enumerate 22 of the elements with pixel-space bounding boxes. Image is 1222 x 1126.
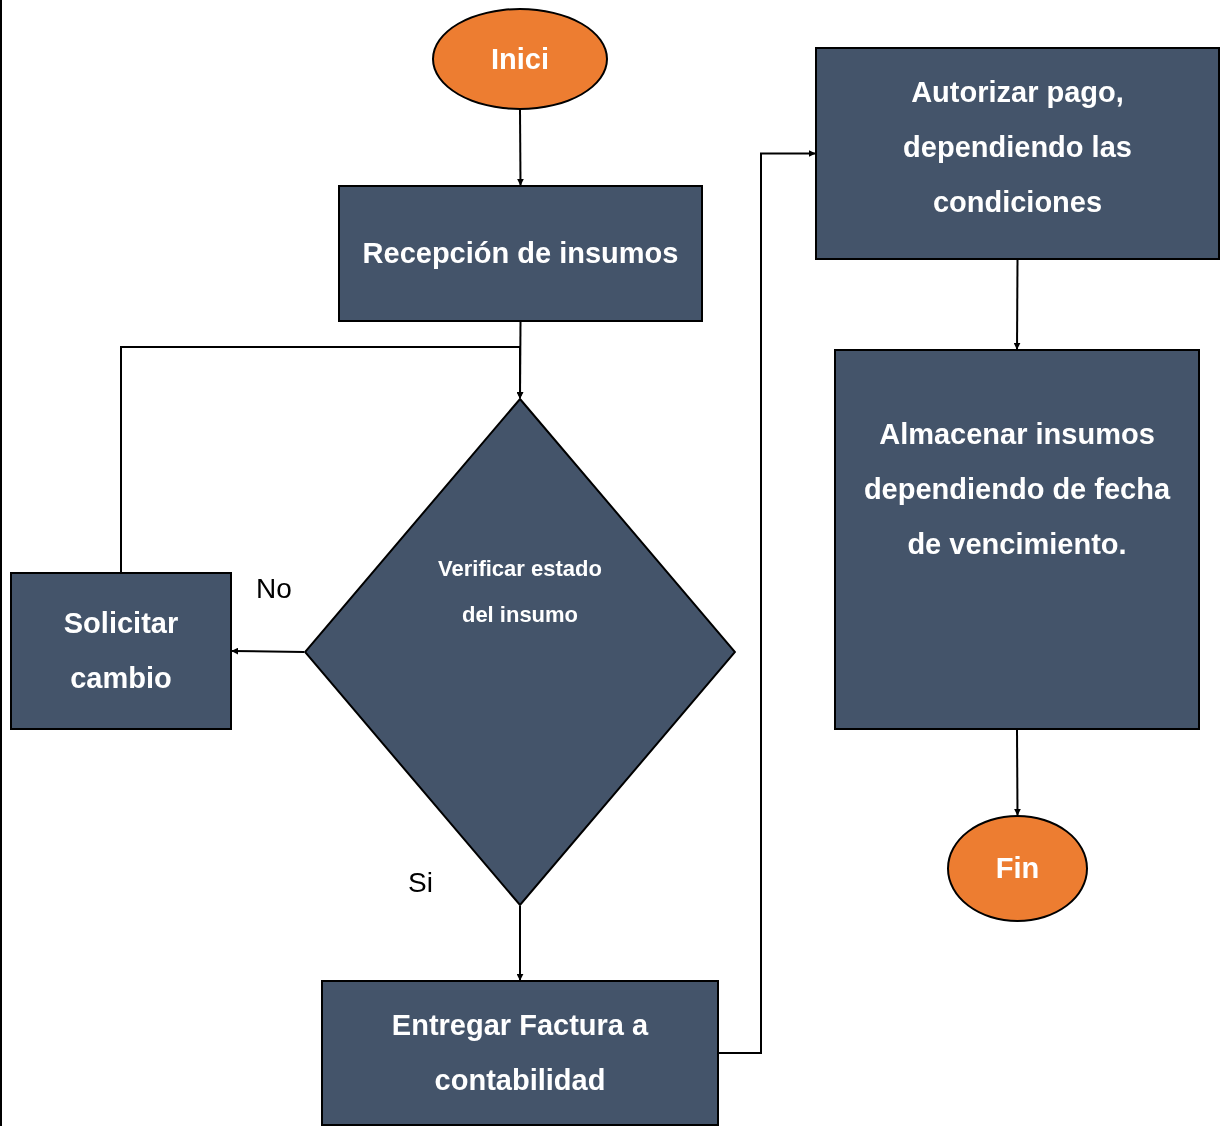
node-text: Verificar estado del insumo <box>437 555 603 629</box>
edge-label: No <box>256 575 292 603</box>
node-text: Solicitar cambio <box>62 606 180 696</box>
process-box <box>338 185 703 322</box>
arrow <box>120 346 524 573</box>
node-text: Almacenar insumos dependiendo de fecha de vencimiento. <box>862 417 1172 562</box>
edge-label: Si <box>408 869 433 897</box>
node-text: Autorizar pago, dependiendo las condiciones <box>902 75 1133 220</box>
node-text: Inici <box>491 41 549 77</box>
process-box <box>321 980 719 1126</box>
arrow <box>718 150 816 1054</box>
process-box <box>834 349 1200 730</box>
arrow <box>516 109 524 186</box>
node-text: Entregar Factura a contabilidad <box>390 1008 650 1098</box>
node-text: Recepción de insumos <box>362 236 679 271</box>
arrow <box>231 647 305 655</box>
arrow <box>516 905 524 981</box>
arrow <box>1013 259 1021 350</box>
process-box <box>10 572 232 730</box>
node-text: Fin <box>995 851 1040 886</box>
process-box <box>815 47 1220 260</box>
arrow <box>1013 729 1021 816</box>
